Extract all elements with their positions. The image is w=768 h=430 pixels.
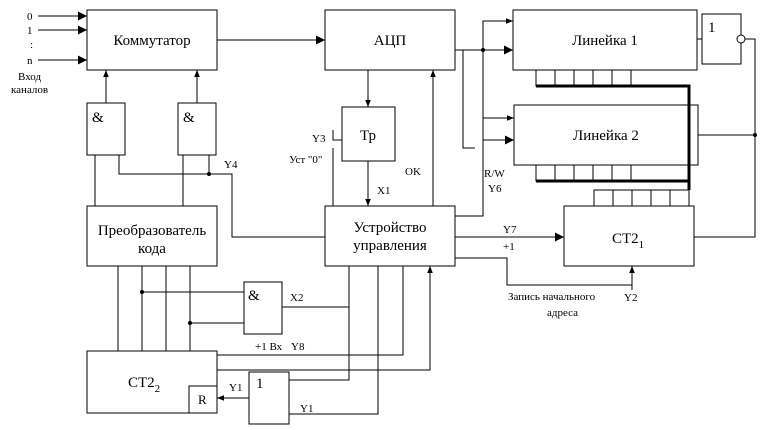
code-converter-label-2: кода [138, 241, 166, 257]
counter-ct2-1-label: СТ21 [612, 231, 644, 251]
wire-adc-lineika1-a [455, 18, 513, 51]
control-unit-block [324, 205, 456, 267]
wire-not-feedback [694, 38, 756, 238]
label-zapis-2: адреса [547, 307, 578, 319]
label-y2: Y2 [624, 292, 637, 304]
code-converter-block [86, 205, 218, 267]
junction-and3-b [188, 321, 192, 325]
and-gate-2 [177, 102, 217, 156]
lineika1-label: Линейка 1 [572, 33, 638, 49]
not-gate-label: 1 [708, 20, 716, 36]
wire-ct2-control [217, 266, 433, 371]
junction-feedback [753, 133, 757, 137]
and-gate-3 [243, 281, 283, 335]
wire-zapis [455, 257, 632, 286]
and-gate-1 [86, 102, 126, 156]
wire-adc-lineika2-a [482, 50, 514, 121]
counter-ct2-2-reset-cell [188, 385, 218, 414]
label-y3: Y3 [312, 133, 326, 145]
label-y6: Y6 [488, 183, 502, 195]
not-gate [701, 13, 742, 65]
label-plus1bx: +1 Вх [255, 341, 283, 353]
lineika2-cells [535, 164, 632, 182]
input-caption-2: каналов [11, 84, 48, 96]
junction-and3-a [140, 290, 144, 294]
label-y7: Y7 [503, 224, 517, 236]
label-x1: X1 [377, 185, 390, 197]
and-gate-2-label: & [183, 110, 195, 126]
wire-y4-b [208, 155, 325, 238]
junction-y4 [207, 172, 211, 176]
label-ok: OK [405, 166, 421, 178]
input-caption-1: Вход [18, 71, 41, 83]
junction-adc [481, 48, 485, 52]
label-zapis-1: Запись начального [508, 291, 596, 303]
lineika1-cells [535, 69, 632, 87]
control-unit-label-2: управления [353, 238, 427, 254]
ct2-1-cells [593, 189, 690, 207]
wire-y1 [289, 266, 379, 415]
or-gate-label: 1 [256, 376, 264, 392]
counter-ct2-2-reset-label: R [198, 392, 207, 407]
label-plus1: +1 [503, 241, 515, 253]
wire-y8 [217, 266, 404, 356]
kommutator-block [86, 9, 218, 71]
address-bus [536, 84, 691, 183]
input-label-n: n [27, 55, 33, 67]
code-converter-label-1: Преобразователь [98, 223, 206, 239]
label-y8: Y8 [291, 341, 305, 353]
label-x2: X2 [290, 292, 303, 304]
and-gate-3-label: & [248, 288, 260, 304]
wire-control-or [289, 266, 350, 381]
counter-ct2-1-block [563, 205, 695, 267]
counter-ct2-2-label: СТ22 [128, 375, 160, 395]
not-gate-inversion [736, 34, 746, 44]
input-dots: : [30, 39, 33, 51]
input-label-0: 0 [27, 11, 33, 23]
wire-y3 [332, 130, 342, 141]
lineika2-block [513, 104, 699, 166]
wire-y4-a [118, 155, 209, 175]
trigger-block [341, 106, 396, 162]
wire-adc-down [462, 50, 475, 149]
lineika2-label: Линейка 2 [573, 128, 639, 144]
wire-adc-lineika2-b [482, 118, 514, 145]
label-y4: Y4 [224, 159, 238, 171]
label-y1-b: Y1 [300, 403, 313, 415]
counter-ct2-2-sub: 2 [155, 383, 161, 395]
counter-ct2-1-main: СТ2 [612, 231, 639, 247]
control-unit-label-1: Устройство [354, 220, 427, 236]
kommutator-label: Коммутатор [113, 33, 190, 49]
wire-rw-y6 [455, 140, 484, 217]
label-ust0: Уст "0" [289, 154, 322, 166]
counter-ct2-2-main: СТ2 [128, 375, 155, 391]
adc-label: АЦП [374, 33, 407, 49]
and-gate-1-label: & [92, 110, 104, 126]
trigger-label: Тр [360, 128, 376, 144]
counter-ct2-1-sub: 1 [639, 239, 645, 251]
lineika1-block [512, 9, 698, 71]
label-rw: R/W [484, 168, 505, 180]
label-y1-a: Y1 [229, 382, 242, 394]
or-gate [248, 371, 290, 425]
input-label-1: 1 [27, 25, 33, 37]
adc-block [324, 9, 456, 71]
